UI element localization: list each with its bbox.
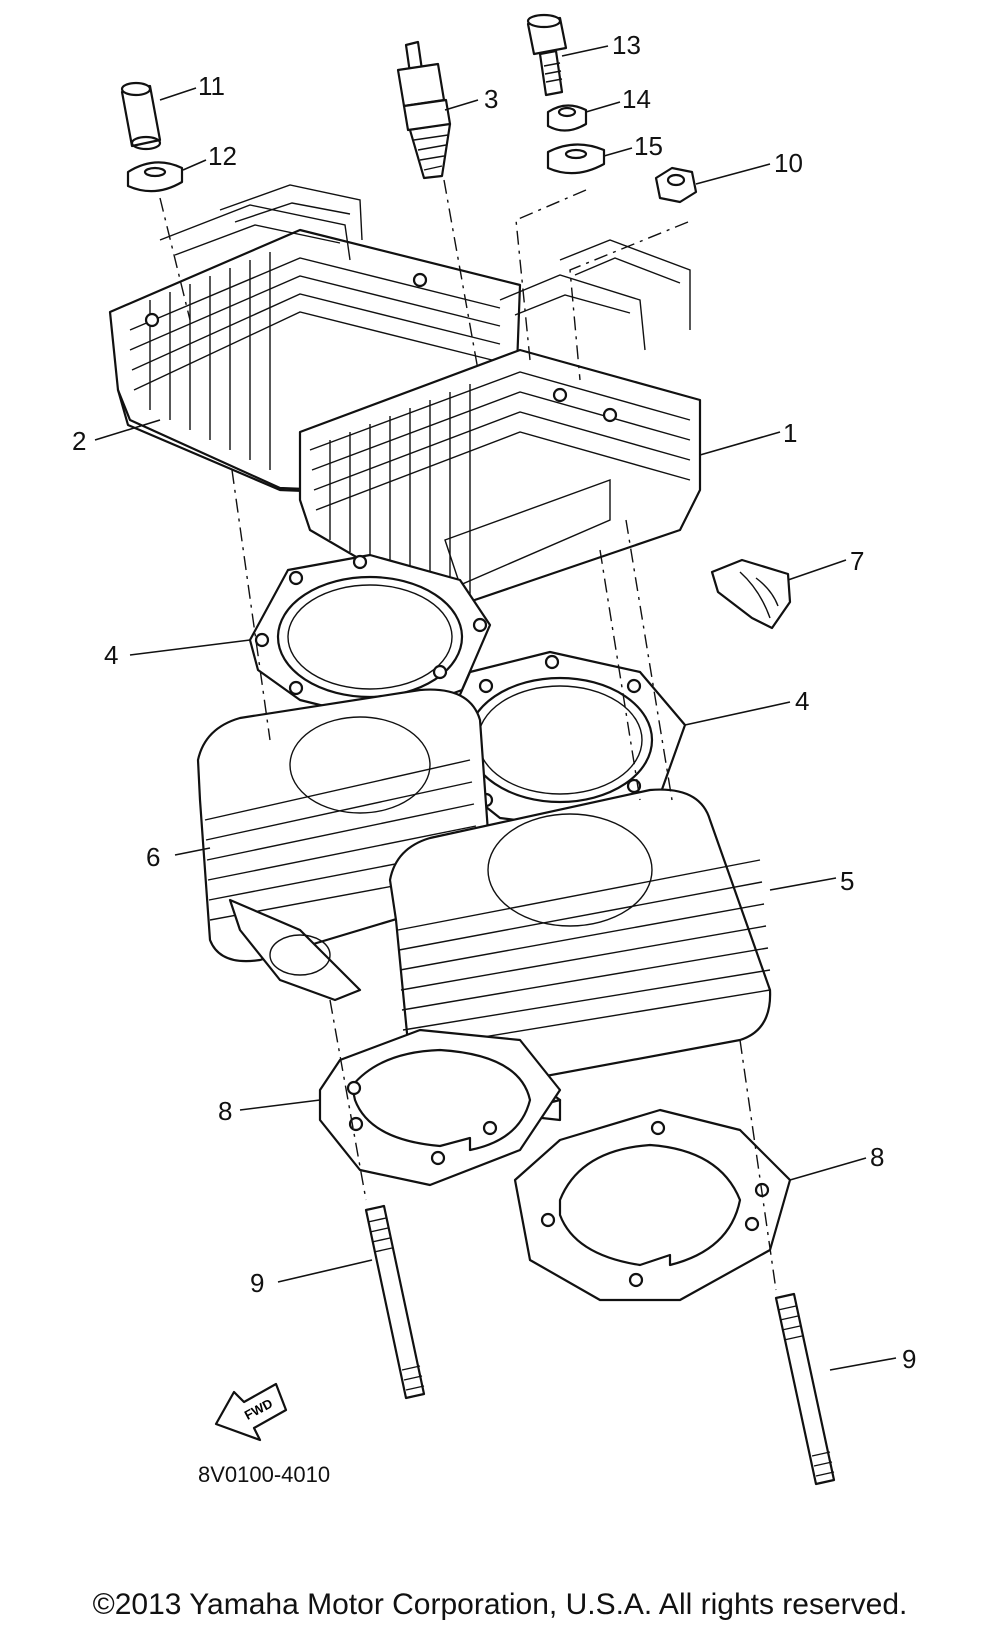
callout-5: 5 (840, 866, 854, 896)
callout-7: 7 (850, 546, 864, 576)
alignment-lines (159, 179, 777, 1291)
stud-9-left (364, 1204, 426, 1400)
cylinder-head-1 (298, 239, 702, 607)
callout-4-right: 4 (795, 686, 809, 716)
part-7-bracket (710, 558, 792, 630)
callout-9-left: 9 (250, 1268, 264, 1298)
stud-9-right (774, 1292, 836, 1486)
callout-8-right: 8 (870, 1142, 884, 1172)
copyright-notice: ©2013 Yamaha Motor Corporation, U.S.A. A… (92, 1588, 908, 1621)
washer-14 (546, 104, 588, 132)
bolt-13 (526, 13, 568, 97)
callout-1: 1 (783, 418, 797, 448)
washer-12 (126, 161, 184, 193)
diagram-part-code: 8V0100-4010 (198, 1462, 330, 1487)
base-gasket-8-right (513, 1108, 792, 1302)
fwd-direction-arrow: FWD (214, 1382, 288, 1442)
callout-numbers: 1 2 3 4 4 5 6 7 8 8 9 9 10 11 12 13 14 1… (72, 30, 916, 1374)
callout-15: 15 (634, 131, 663, 161)
leader-lines (94, 45, 897, 1371)
base-gasket-8-left (318, 1028, 562, 1187)
head-gasket-4-left (248, 553, 492, 722)
callout-10: 10 (774, 148, 803, 178)
callout-8-left: 8 (218, 1096, 232, 1126)
callout-4-left: 4 (104, 640, 118, 670)
callout-2: 2 (72, 426, 86, 456)
callout-6: 6 (146, 842, 160, 872)
callout-12: 12 (208, 141, 237, 171)
callout-11: 11 (198, 71, 225, 101)
spark-plug-3 (396, 40, 452, 180)
collar-11 (120, 81, 162, 151)
washer-15 (546, 143, 606, 175)
callout-3: 3 (484, 84, 498, 114)
nut-10 (654, 166, 698, 204)
callout-9-right: 9 (902, 1344, 916, 1374)
callout-14: 14 (622, 84, 651, 114)
callout-13: 13 (612, 30, 641, 60)
